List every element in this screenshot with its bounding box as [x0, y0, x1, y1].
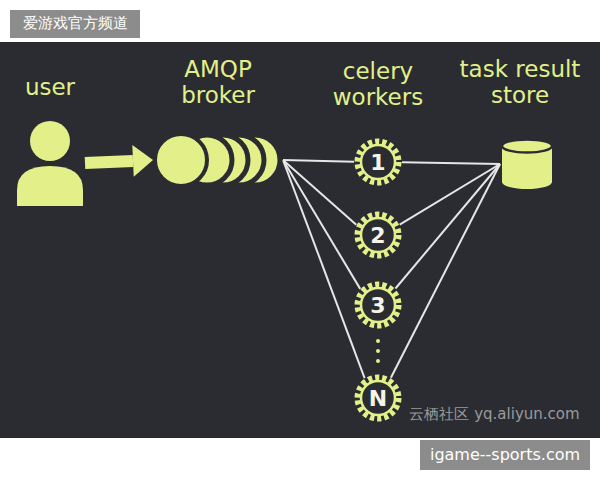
connector-stroke: [402, 162, 500, 164]
ellipsis-dot: [376, 349, 380, 353]
node-heading: user: [8, 74, 92, 100]
connector-line: [391, 164, 500, 378]
broker-icon: [153, 132, 283, 188]
worker-number: 1: [354, 138, 402, 186]
worker-gear: 1: [354, 138, 402, 186]
connector-line: [283, 160, 354, 162]
watermark: 云栖社区 yq.aliyun.com: [392, 406, 597, 423]
result-store: task result store: [445, 56, 595, 192]
column-heading: celery workers: [318, 58, 438, 111]
node-heading: task result store: [445, 56, 595, 109]
connector-stroke: [283, 160, 354, 162]
connector-stroke: [395, 164, 500, 289]
worker-gear: 3: [354, 281, 402, 329]
cylinder-icon: [500, 138, 554, 190]
worker-number: 3: [354, 281, 402, 329]
connector-stroke: [283, 160, 356, 225]
arrow-head: [132, 145, 153, 177]
connector-stroke: [391, 164, 500, 378]
ellipsis-dot: [376, 339, 380, 343]
connector-stroke: [85, 161, 133, 163]
connector-line: [402, 162, 500, 164]
user-actor: user: [8, 74, 92, 206]
worker-gear: 2: [354, 211, 402, 259]
connector-line: [395, 164, 500, 289]
watermark-tag: igame--sports.com: [420, 440, 590, 470]
watermark-tag: 爱游戏官方频道: [10, 10, 140, 38]
flow-arrow: [85, 145, 153, 177]
connector-stroke: [283, 160, 365, 378]
connector-line: [283, 160, 356, 225]
worker-number: N: [354, 374, 402, 422]
person-icon: [15, 120, 85, 206]
worker-number: 2: [354, 211, 402, 259]
message-broker: AMQP broker: [148, 56, 288, 190]
connector-stroke: [283, 160, 360, 289]
worker-gear: N: [354, 374, 402, 422]
node-heading: AMQP broker: [148, 56, 288, 109]
connector-line: [283, 160, 365, 378]
connector-line: [283, 160, 360, 289]
ellipsis-dot: [376, 359, 380, 363]
